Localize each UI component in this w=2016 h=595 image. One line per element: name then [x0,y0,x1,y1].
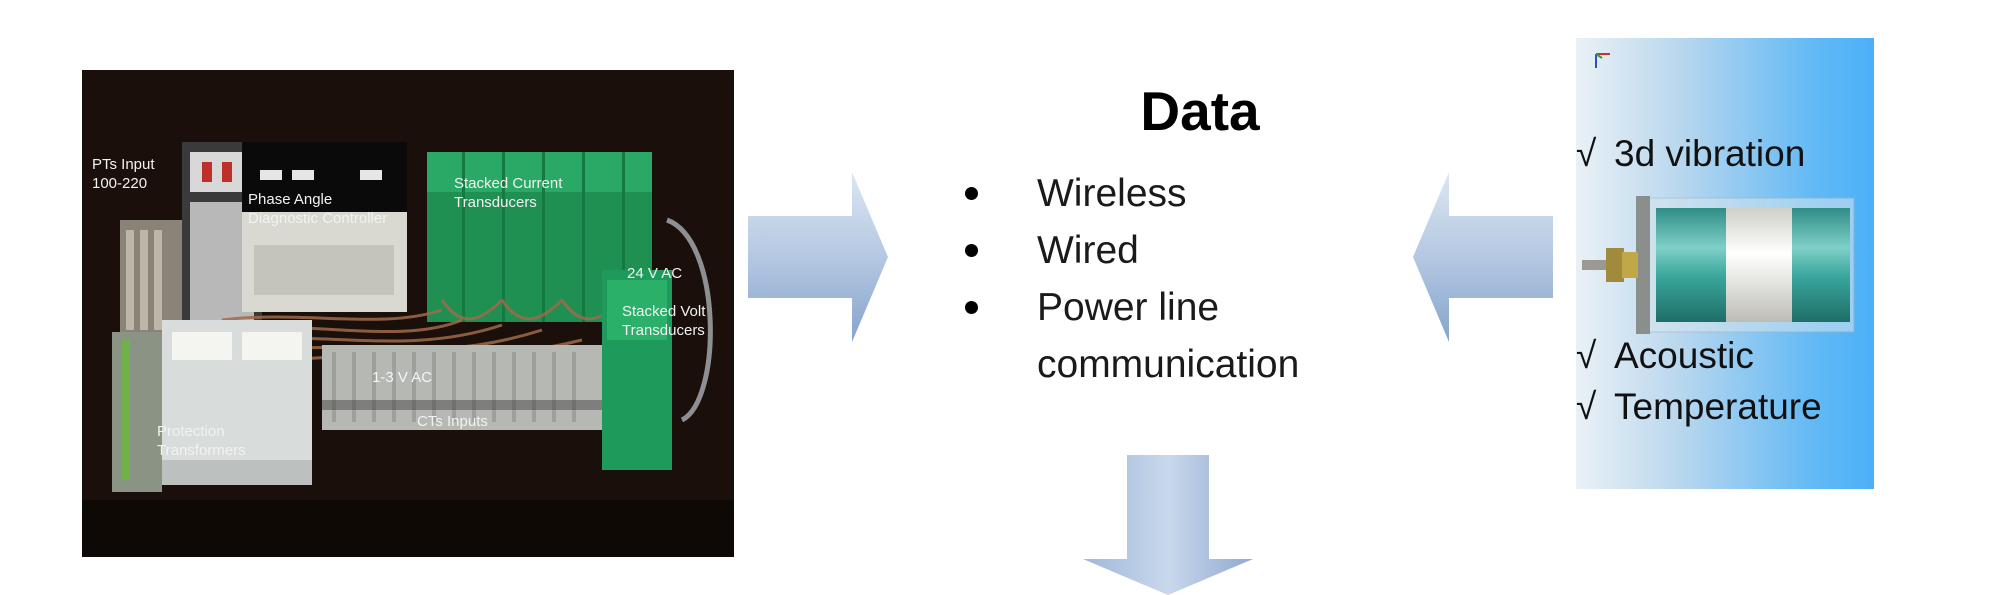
data-transmission-list: Wireless Wired Power line communication [955,165,1357,393]
check-item-label: 3d vibration [1614,133,1806,174]
vac-13-label: 1-3 V AC [372,369,433,386]
check-item-acoustic: √ Acoustic [1576,334,1754,378]
check-item-vibration: √ 3d vibration [1576,132,1805,176]
vac-24-label: 24 V AC [627,265,683,282]
protection-label: Protection Transformers [157,423,246,459]
check-item-temperature: √ Temperature [1576,385,1822,429]
list-item: Wireless [955,165,1357,222]
list-item: Power line communication [955,279,1357,393]
data-title: Data [1140,80,1260,142]
list-item-label: Wired [1037,229,1139,272]
down-arrow [1083,455,1253,595]
list-item-label: Power line communication [1037,286,1300,386]
left-arrow [1413,172,1553,342]
axis-icon [1595,53,1610,68]
bullet-icon [965,244,978,257]
checkmark-icon: √ [1576,386,1597,427]
check-item-label: Temperature [1614,386,1822,427]
bullet-icon [965,301,978,314]
stacked-volt-label: Stacked Volt Transducers [622,303,706,339]
right-arrow [748,172,888,342]
list-item: Wired [955,222,1357,279]
phase-angle-label: Phase Angle Diagnostic Controller [248,191,388,227]
pts-input-label: PTs Input 100-220 [92,156,155,192]
checkmark-icon: √ [1576,133,1597,174]
list-item-label: Wireless [1037,172,1187,215]
sensor-panel: √ 3d vibration √ Acoustic √ Temperature [1576,38,1874,489]
stacked-current-label: Stacked Current Transducers [454,175,563,211]
check-item-label: Acoustic [1614,335,1754,376]
equipment-photo-graphic [82,70,734,557]
cts-inputs-label: CTs Inputs [417,413,488,430]
bullet-icon [965,187,978,200]
checkmark-icon: √ [1576,335,1597,376]
vibration-sensor-motor [1582,196,1855,334]
equipment-photo: PTs Input 100-220 Phase Angle Diagnostic… [82,70,734,557]
